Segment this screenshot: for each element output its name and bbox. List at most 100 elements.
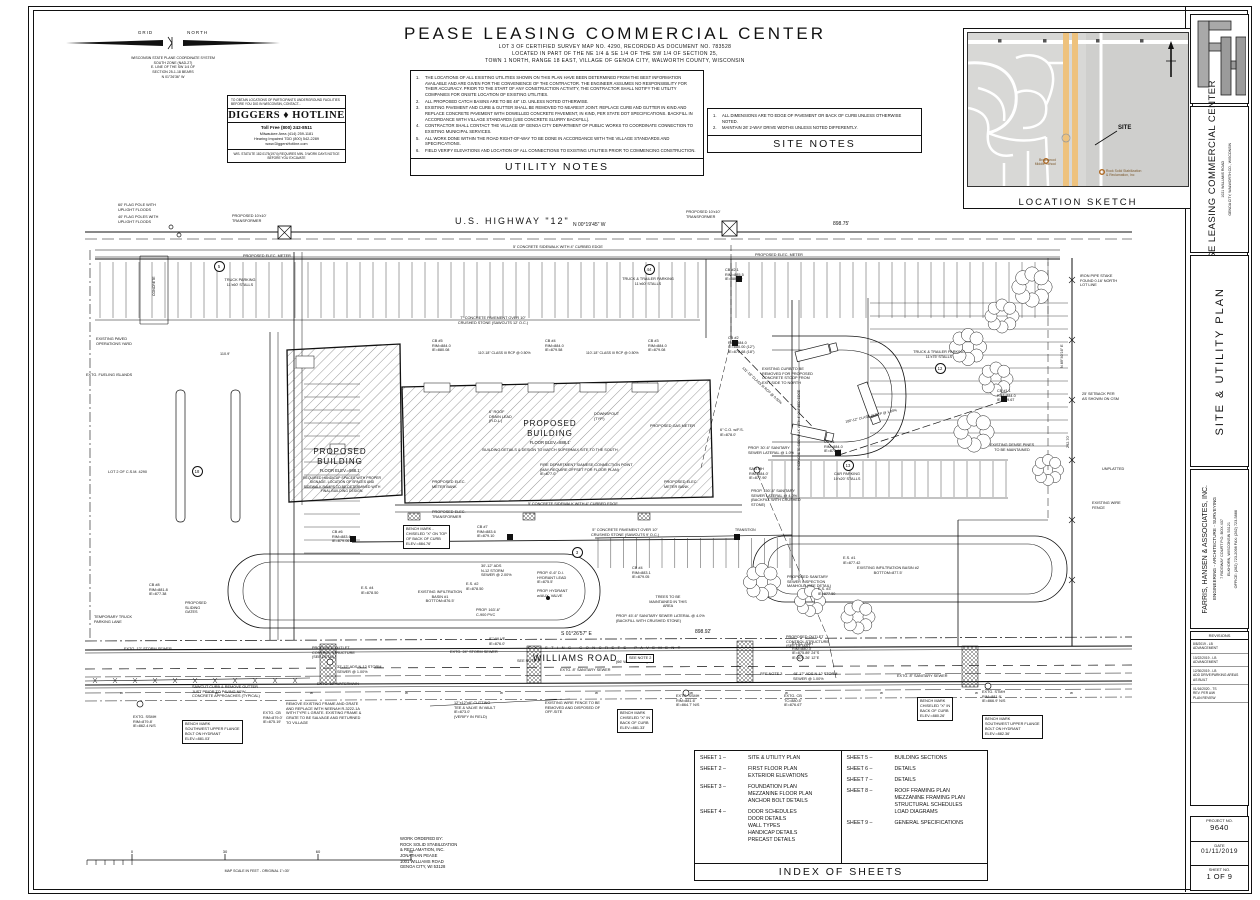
svg-text:w: w <box>975 690 978 695</box>
sheet-name-box: SITE & UTILITY PLAN <box>1190 255 1249 467</box>
page-subtitle: LOT 3 OF CERTIFIED SURVEY MAP NO. 4290, … <box>395 44 835 64</box>
firm-services: ENGINEERING - ARCHITECTURE - SURVEYING <box>1211 497 1217 601</box>
date-value: 01/11/2019 <box>1200 848 1239 855</box>
svg-text:w: w <box>405 690 408 695</box>
note-text: EXISTING PAVEMENT AND CURB & GUTTER SHAL… <box>425 105 693 122</box>
index-sheet-item: PRECAST DETAILS <box>748 837 796 844</box>
note-item: 1.THE LOCATIONS OF ALL EXISTING UTILITIE… <box>416 75 697 98</box>
diggers-contact-line: Toll Free (800) 242-8511 <box>260 125 313 131</box>
index-sheet-item: MEZZANINE FLOOR PLAN <box>748 791 813 798</box>
note-text: FIELD VERIFY ELEVATIONS AND LOCATION OF … <box>425 148 696 154</box>
svg-text:0: 0 <box>131 849 134 854</box>
site-notes-title: SITE NOTES <box>708 135 921 152</box>
svg-text:w: w <box>690 690 693 695</box>
svg-text:w: w <box>500 690 503 695</box>
sheet-no-box: SHEET NO. 1 OF 9 <box>1190 865 1249 891</box>
index-sheet-item: LOAD DIAGRAMS <box>894 809 938 816</box>
revision-entry: 01/16/2020 - TS REV. PER A/W PLAN REVIEW <box>1191 685 1248 703</box>
index-sheet-item: FIRST FLOOR PLAN <box>748 766 798 773</box>
index-entry: SHEET 9 – GENERAL SPECIFICATIONS <box>847 820 985 827</box>
svg-text:w: w <box>215 690 218 695</box>
note-number: 1. <box>713 113 717 118</box>
index-entry: SHEET 6 –DETAILS <box>847 766 985 773</box>
index-sheet-item: GENERAL SPECIFICATIONS <box>894 820 964 827</box>
svg-text:w: w <box>120 690 123 695</box>
firm-address1: 7 RIDGWAY COURT P.O. BOX 437 <box>1219 519 1224 579</box>
diggers-top-text: TO OBTAIN LOCATIONS OF PARTICIPANTS UNDE… <box>228 96 345 110</box>
north-label: NORTH <box>187 30 209 35</box>
index-sheet-items: GENERAL SPECIFICATIONS <box>895 820 964 827</box>
utility-notes-box: 1.THE LOCATIONS OF ALL EXISTING UTILITIE… <box>410 70 704 176</box>
titleblock-divider <box>1185 6 1186 892</box>
index-sheet-item: MEZZANINE FRAMING PLAN <box>894 795 965 802</box>
revision-entry: 8/8/2019 - LB ADVANCEMENT <box>1191 640 1248 654</box>
note-number: 2. <box>416 98 420 104</box>
svg-text:w: w <box>310 690 313 695</box>
index-entry: SHEET 7 –DETAILS <box>847 777 985 784</box>
svg-text:w: w <box>880 690 883 695</box>
index-sheet-item: STRUCTURAL SCHEDULES <box>894 802 963 809</box>
index-sheet-label: SHEET 7 – <box>846 777 873 784</box>
index-sheet-item: DOOR SCHEDULES <box>748 809 797 816</box>
note-number: 1. <box>416 75 420 80</box>
note-item: 1.ALL DIMENSIONS ARE TO EDGE OF PAVEMENT… <box>713 113 915 124</box>
firm-address2: ELKHORN, WISCONSIN 53121 <box>1226 521 1231 577</box>
page-subtitle-line: LOCATED IN PART OF THE NE 1/4 & SE 1/4 O… <box>512 50 718 57</box>
note-item: 5.ALL WORK DONE WITHIN THE ROAD RIGHT-OF… <box>416 136 697 147</box>
project-address2: GENOA CITY, WALWORTH CO., WISCONSIN <box>1228 143 1232 216</box>
coordinate-note-line: N 01°26'36" W <box>161 74 185 79</box>
project-no-value: 9640 <box>1210 823 1229 832</box>
coordinate-note-line: SOUTH ZONE (NAD-27) <box>153 60 193 65</box>
diggers-contact-line: www.DiggersHotline.com <box>265 141 308 146</box>
coordinate-note-line: SECTION 25-1-18 BEARS <box>152 70 194 75</box>
index-of-sheets-title: INDEX OF SHEETS <box>695 863 987 880</box>
site-callout: SITE <box>1118 125 1132 131</box>
diggers-logo: DIGGERS ♦ HOTLINE <box>228 110 345 124</box>
sheet-name-vertical: SITE & UTILITY PLAN <box>1213 286 1226 436</box>
note-item: 2.MAINTAIN 26' 2-WAY DRIVE WIDTHS UNLESS… <box>713 125 915 131</box>
work-ordered-by-line: WORK ORDERED BY: <box>400 836 443 841</box>
diggers-contact-line: Hearing Impaired TDD (800) 542-2289 <box>254 136 319 141</box>
location-map-graphic <box>968 33 1188 186</box>
site-notes-box: 1.ALL DIMENSIONS ARE TO EDGE OF PAVEMENT… <box>707 108 922 154</box>
index-sheet-items: DETAILS <box>895 766 916 773</box>
sheet-title-block: PEASE LEASING COMMERCIAL CENTER LOT 3 OF… <box>395 24 835 64</box>
index-sheet-item: WALL TYPES <box>748 823 781 830</box>
note-number: 3. <box>416 105 420 111</box>
diggers-hotline-box: TO OBTAIN LOCATIONS OF PARTICIPANTS UNDE… <box>227 95 346 164</box>
note-text: ALL PROPOSED CATCH BASINS ARE TO BE 48" … <box>425 98 589 104</box>
index-sheet-label: SHEET 1 – <box>700 755 726 761</box>
coordinate-note-line: WISCONSIN STATE PLANE COORDINATE SYSTEM <box>131 56 215 60</box>
business-poi-label: Rock Solid Stabilization & Reclamation, … <box>1106 169 1142 178</box>
note-number: 2. <box>713 125 717 131</box>
sheet-no-label: SHEET NO. <box>1208 867 1231 872</box>
page-subtitle-line: LOT 3 OF CERTIFIED SURVEY MAP NO. 4290, … <box>498 44 732 50</box>
svg-text:w: w <box>1070 690 1073 695</box>
page-subtitle-line: TOWN 1 NORTH, RANGE 18 EAST, VILLAGE OF … <box>485 57 745 64</box>
school-poi-label: Brookwood Middle School <box>1034 158 1056 167</box>
index-sheet-item: ANCHOR BOLT DETAILS <box>748 798 808 805</box>
index-sheet-item: DOOR DETAILS <box>748 816 787 823</box>
index-sheet-label: SHEET 4 – <box>700 809 726 816</box>
grid-label: GRID <box>137 30 154 35</box>
page-title: PEASE LEASING COMMERCIAL CENTER <box>403 24 827 43</box>
diggers-statute-text: WIS. STATUTE 182.0175(1974) REQUIRES MIN… <box>233 151 340 161</box>
sheet-border-outer <box>28 6 1252 894</box>
index-sheet-label: SHEET 9 – <box>846 820 873 827</box>
index-entry: SHEET 5 –BUILDING SECTIONS <box>847 755 985 762</box>
project-no-label: PROJECT NO. <box>1206 818 1233 823</box>
work-ordered-by-line: ROCK SOLID STABILIZATION <box>400 841 458 847</box>
svg-text:w: w <box>785 690 788 695</box>
note-item: 3. EXISTING PAVEMENT AND CURB & GUTTER SH… <box>416 105 697 122</box>
revision-entry: 10/22/2019 - LB ADVANCEMENT <box>1191 654 1248 668</box>
index-sheet-label: SHEET 3 – <box>700 784 726 791</box>
index-sheet-items: BUILDING SECTIONS <box>895 755 947 762</box>
